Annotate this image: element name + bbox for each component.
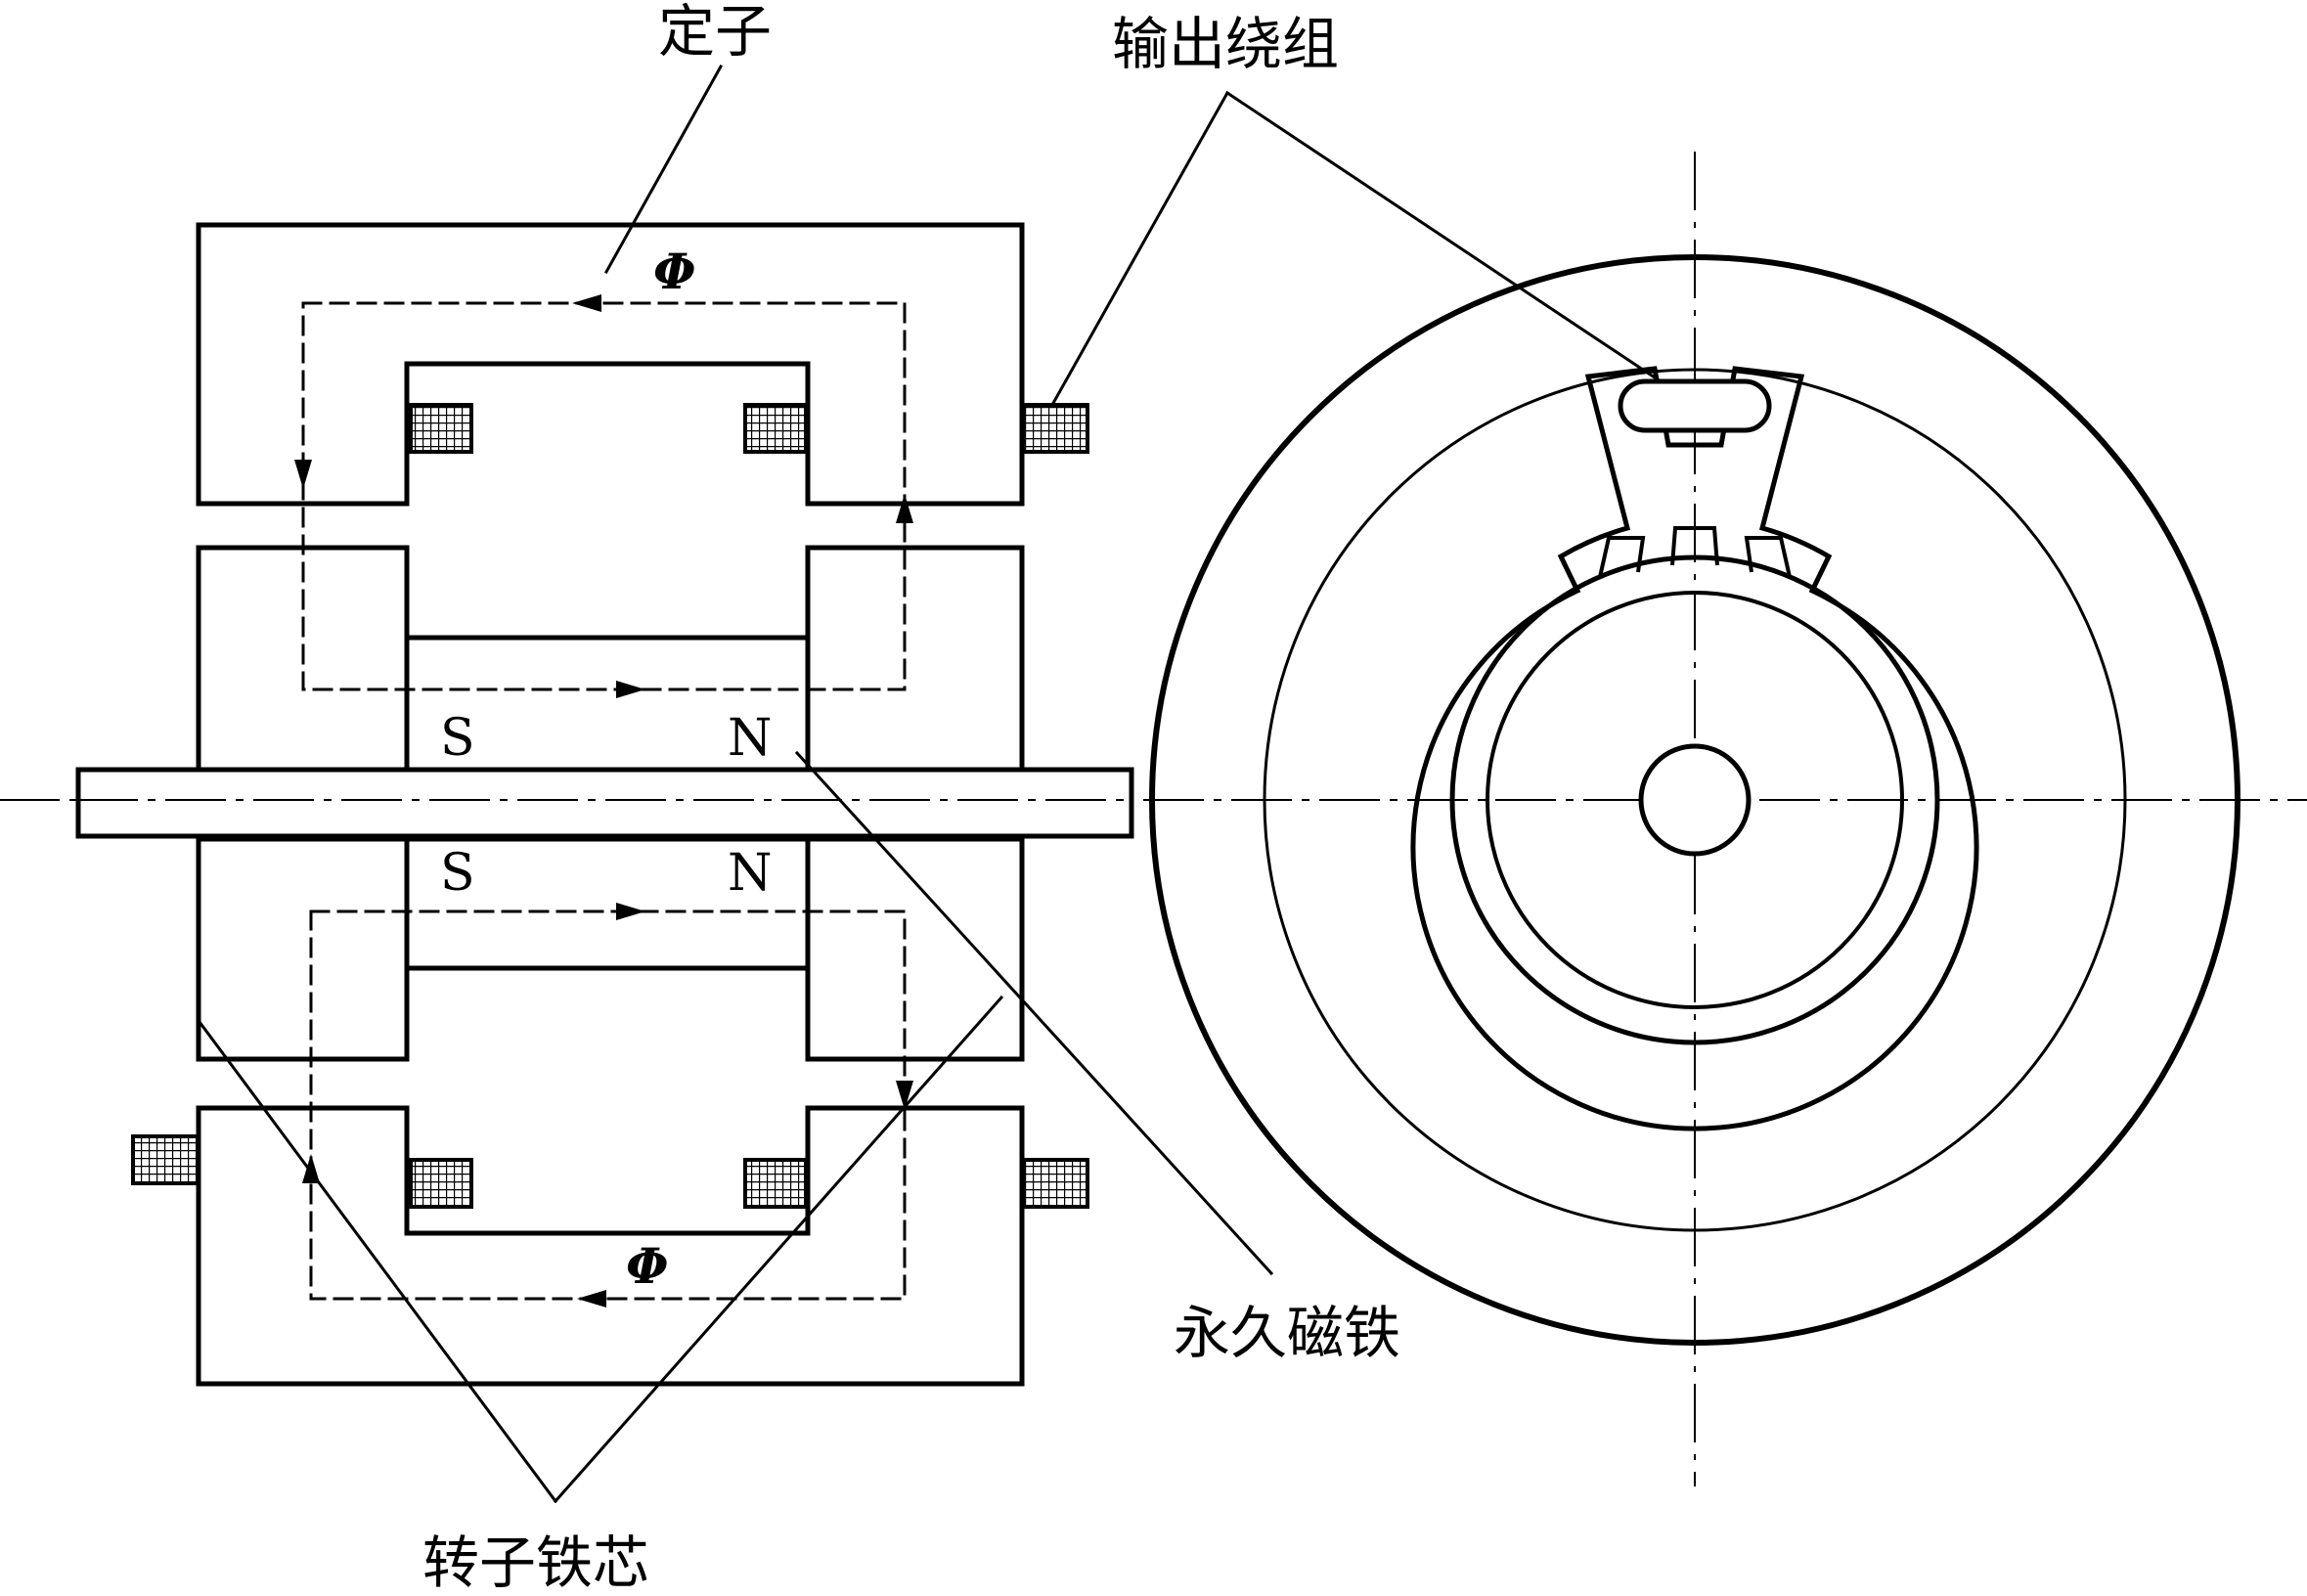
tooth-slot (1744, 536, 1792, 578)
flux-label-top: Φ (653, 243, 696, 300)
label-rotor-core: 转子铁芯 (422, 1530, 649, 1596)
pole-label-s-upper: S (440, 709, 475, 768)
stator-teeth (1598, 526, 1792, 578)
label-output-winding: 输出绕组 (1112, 11, 1339, 77)
stator-outer-circle (1263, 368, 2127, 1232)
flux-arrow-down (294, 460, 312, 489)
flux-arrow-right (616, 681, 645, 698)
pole-label-n-upper: N (728, 709, 773, 768)
upper-rotor-core (196, 545, 1025, 773)
flux-arrow-right (616, 903, 645, 920)
pole-label-s-lower: S (440, 844, 475, 903)
lower-rotor-core (196, 836, 1025, 1062)
rotor-ring-outer (1449, 554, 1940, 1045)
tooth-slot (1670, 526, 1719, 566)
callout-labels: 定子 输出绕组 永久磁铁 转子铁芯 (422, 0, 1400, 1596)
leader-lines (197, 64, 1705, 1504)
rotor-core-leader-right (553, 995, 1004, 1504)
coil (743, 1158, 808, 1209)
winding-leader-left (1049, 90, 1230, 408)
tooth-slot (1598, 536, 1646, 578)
flux-arrow-left (572, 294, 601, 312)
flux-arrow-left (577, 1290, 606, 1308)
upper-flux-path (301, 301, 907, 691)
pole-label-n-lower: N (728, 844, 773, 903)
section-labels: S N S N Φ Φ (440, 243, 773, 1295)
coil (409, 403, 473, 454)
stator-leader (603, 64, 724, 275)
flux-arrow-down (896, 1081, 913, 1110)
flux-arrows (294, 294, 913, 1308)
label-permanent-magnet: 永久磁铁 (1174, 1300, 1400, 1366)
coil (1021, 1158, 1089, 1209)
bottom-stator (196, 1105, 1025, 1387)
magnet-leader (794, 750, 1274, 1276)
end-view-shaft (1638, 743, 1752, 857)
outer-housing-circle (1149, 254, 2240, 1346)
flux-arrow-up (896, 494, 913, 523)
output-winding-coils (131, 403, 1089, 1209)
shaft (75, 767, 1134, 839)
pole-winding (1618, 378, 1772, 433)
end-view (1149, 152, 2240, 1486)
top-stator (196, 222, 1025, 507)
rotor-core-leader-left (197, 1019, 558, 1504)
rotor-ring-inner (1486, 591, 1904, 1009)
coil (743, 403, 808, 454)
label-stator: 定子 (658, 0, 772, 65)
flux-label-bottom: Φ (626, 1237, 669, 1295)
stator-ring-with-pole (1410, 366, 1979, 1131)
coil (131, 1134, 200, 1185)
coil (1021, 403, 1089, 454)
winding-leader-right (1224, 90, 1705, 412)
section-view (0, 64, 2307, 1504)
coil (409, 1158, 473, 1209)
